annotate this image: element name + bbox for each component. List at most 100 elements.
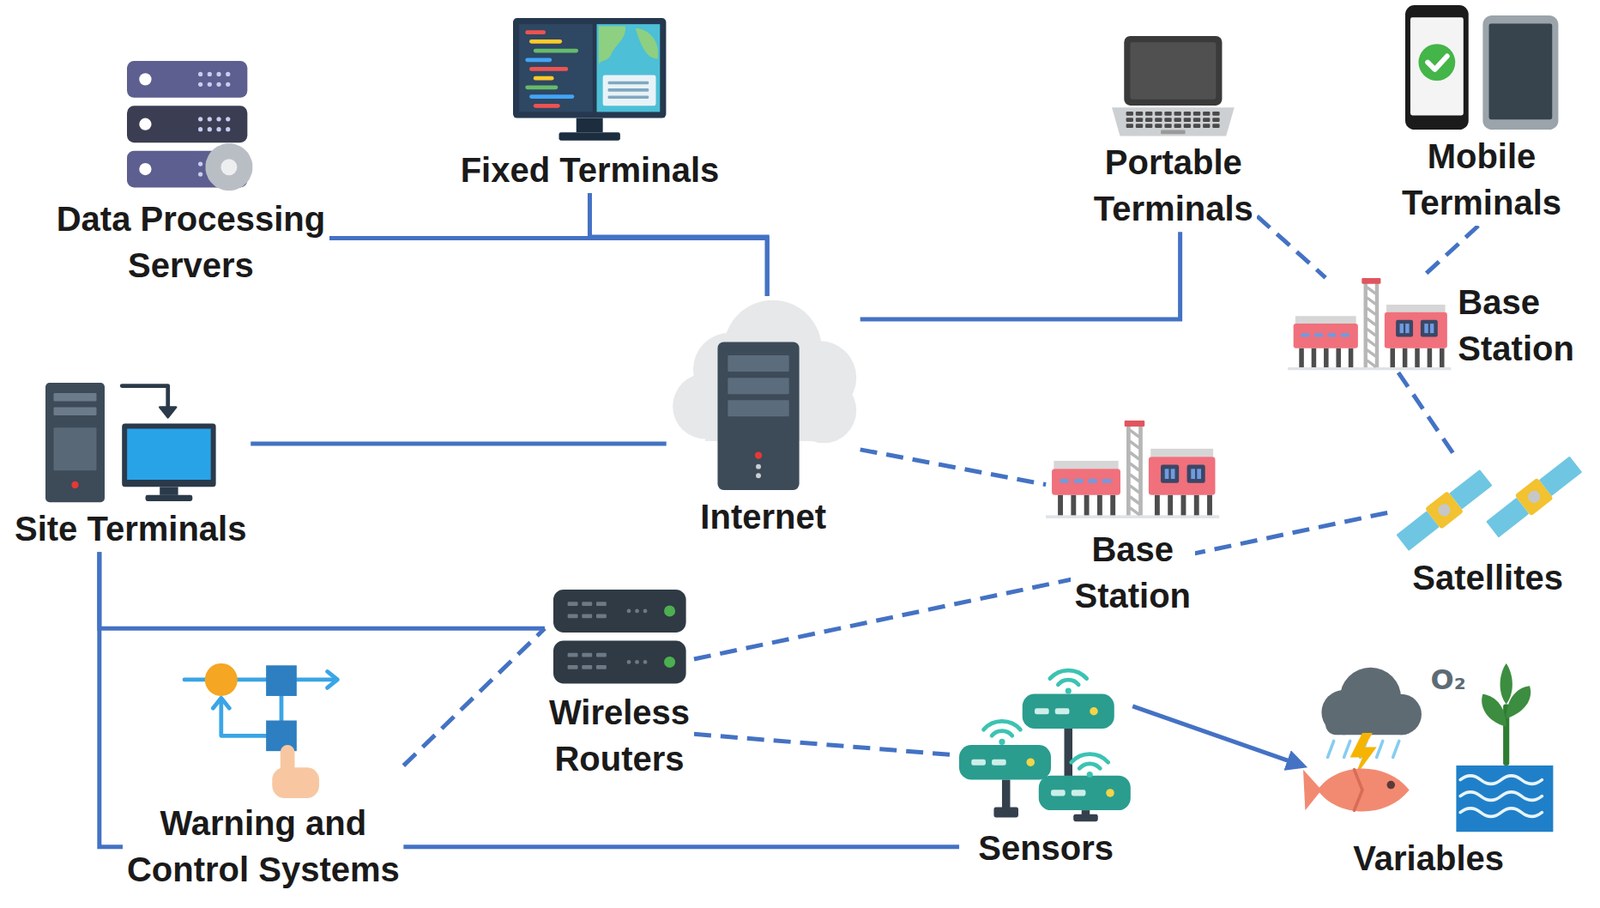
- icon-part: [1461, 808, 1543, 817]
- node-icon: [184, 652, 343, 797]
- icon-part: [1073, 814, 1099, 822]
- icon-part: [138, 73, 151, 86]
- icon-part: [1155, 123, 1163, 128]
- icon-part: [1045, 514, 1220, 519]
- connector: [250, 440, 666, 446]
- icon-part: [529, 95, 574, 100]
- node-label: Portable Terminals: [1089, 138, 1257, 232]
- icon-part: [207, 126, 212, 132]
- icon-part: [1424, 490, 1464, 530]
- icon-part: [1148, 456, 1216, 496]
- icon-part: [1405, 5, 1469, 130]
- icon-part: [225, 72, 230, 77]
- network-node: Mobile Terminals: [1398, 5, 1566, 226]
- icon-part: [144, 495, 193, 502]
- icon-part: [1367, 318, 1376, 325]
- icon-part: [634, 609, 640, 614]
- icon-part: [1482, 694, 1508, 727]
- icon-part: [1193, 123, 1201, 128]
- network-node: Warning and Control Systems: [122, 652, 404, 893]
- icon-part: [1171, 468, 1176, 479]
- icon-part: [53, 427, 97, 471]
- icon-part: [216, 126, 221, 132]
- icon-part: [1071, 754, 1109, 763]
- icon-part: [1022, 694, 1115, 729]
- icon-part: [198, 82, 203, 87]
- icon-part: [576, 118, 604, 133]
- icon-part: [1203, 111, 1211, 116]
- icon-part: [597, 24, 661, 113]
- icon-part: [159, 407, 176, 418]
- icon-part: [211, 150, 247, 185]
- icon-part: [1165, 117, 1172, 122]
- icon-part: [1111, 107, 1235, 136]
- icon-part: [1393, 741, 1400, 758]
- icon-part: [220, 159, 237, 176]
- icon-part: [1376, 741, 1383, 758]
- connector: [329, 237, 767, 296]
- node-icon: [126, 60, 255, 192]
- network-node: Wireless Routers: [544, 589, 695, 782]
- icon-part: [271, 766, 320, 798]
- node-label: Variables: [1349, 834, 1509, 882]
- icon-part: [1439, 347, 1445, 367]
- icon-part: [1130, 42, 1217, 100]
- icon-part: [1086, 771, 1093, 778]
- icon-part: [1384, 311, 1448, 348]
- icon-part: [1183, 117, 1191, 122]
- icon-part: [533, 103, 561, 109]
- icon-part: [1181, 495, 1187, 516]
- icon-part: [529, 66, 568, 72]
- icon-part: [1155, 117, 1163, 122]
- icon-part: [581, 602, 592, 607]
- connector: [99, 551, 124, 847]
- icon-part: [991, 730, 1013, 737]
- icon-part: [1395, 319, 1413, 337]
- icon-part: [1340, 332, 1350, 337]
- icon-part: [1190, 468, 1196, 479]
- icon-part: [225, 117, 230, 122]
- icon-part: [1354, 769, 1364, 811]
- icon-part: [1130, 485, 1139, 492]
- icon-part: [1367, 360, 1376, 367]
- icon-part: [198, 72, 203, 77]
- icon-part: [1084, 495, 1090, 516]
- icon-part: [1124, 36, 1223, 106]
- icon-part: [755, 472, 761, 478]
- node-icon: [666, 295, 861, 490]
- icon-part: [608, 88, 650, 92]
- network-node: Fixed Terminals: [456, 18, 724, 193]
- icon-part: [567, 614, 578, 619]
- icon-part: [1193, 117, 1201, 122]
- icon-part: [1367, 338, 1376, 345]
- icon-part: [1130, 496, 1139, 503]
- icon-part: [1145, 117, 1153, 122]
- icon-part: [1203, 123, 1211, 128]
- icon-part: [1344, 741, 1351, 758]
- icon-part: [121, 423, 216, 488]
- icon-part: [717, 341, 799, 490]
- icon-part: [1097, 495, 1103, 516]
- icon-part: [754, 451, 762, 459]
- icon-part: [1367, 307, 1376, 314]
- node-icon: [513, 18, 666, 143]
- icon-part: [1130, 507, 1139, 514]
- icon-part: [1126, 117, 1134, 122]
- connector: [1398, 372, 1455, 454]
- icon-part: [581, 652, 592, 658]
- icon-part: [1323, 347, 1329, 367]
- icon-part: [265, 664, 297, 696]
- icon-part: [1130, 463, 1139, 470]
- icon-part: [126, 106, 248, 144]
- icon-part: [1364, 281, 1368, 368]
- network-node: Base Station: [1045, 418, 1220, 619]
- icon-part: [553, 589, 687, 633]
- node-icon: [1393, 453, 1582, 551]
- node-label: Base Station: [1070, 525, 1196, 619]
- icon-part: [1167, 495, 1173, 516]
- icon-part: [1050, 670, 1087, 679]
- icon-part: [533, 48, 579, 54]
- icon-part: [1400, 323, 1404, 333]
- node-label: Internet: [696, 493, 831, 540]
- icon-part: [1213, 123, 1220, 128]
